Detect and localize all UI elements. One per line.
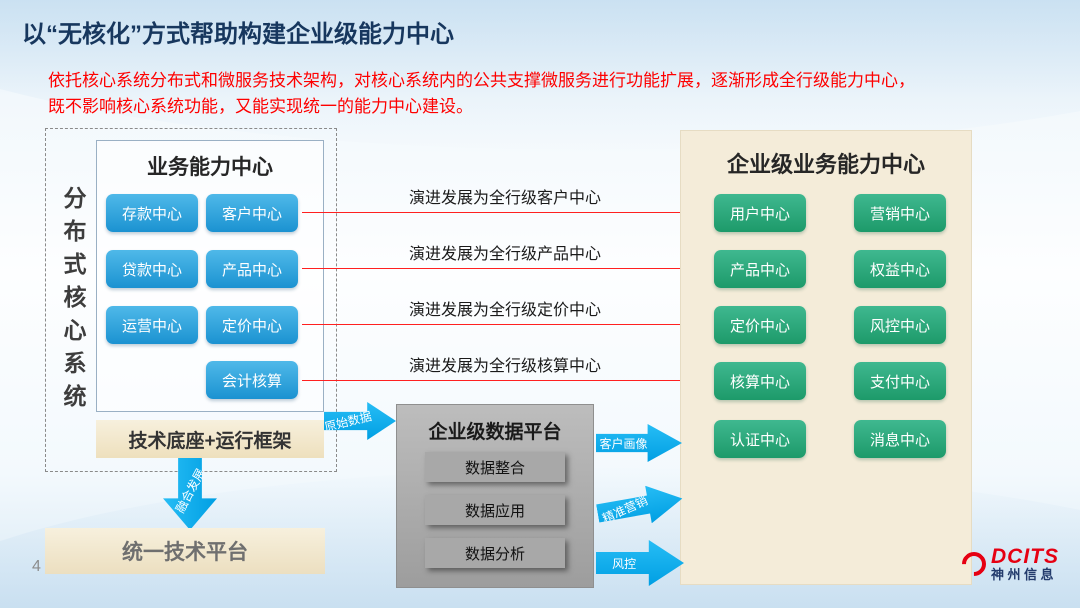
- evolution-label-product: 演进发展为全行级产品中心: [408, 246, 601, 263]
- core-center-loan: 贷款中心: [106, 250, 198, 288]
- ent-center-user: 用户中心: [714, 194, 806, 232]
- data-platform-item-integration: 数据整合: [425, 452, 565, 482]
- logo-brand-name: DCITS: [991, 545, 1059, 568]
- evolution-label-pricing: 演进发展为全行级定价中心: [408, 302, 601, 319]
- ent-center-auth: 认证中心: [714, 420, 806, 458]
- ent-center-rights: 权益中心: [854, 250, 946, 288]
- risk-control-label: 风控: [612, 556, 637, 571]
- core-center-operation: 运营中心: [106, 306, 198, 344]
- core-center-pricing: 定价中心: [206, 306, 298, 344]
- dcits-logo-text: DCITS 神州信息: [991, 545, 1059, 582]
- data-platform-item-application: 数据应用: [425, 495, 565, 525]
- data-platform-title: 企业级数据平台: [428, 422, 562, 443]
- unified-platform-box: 统一技术平台: [45, 528, 325, 574]
- core-center-accounting: 会计核算: [206, 361, 298, 399]
- customer-profile-arrow-icon: 客户画像: [596, 424, 682, 462]
- page-number: 4: [32, 558, 41, 575]
- tech-base-box: 技术底座+运行框架: [96, 420, 324, 458]
- enterprise-capability-title: 企业级业务能力中心: [726, 152, 925, 177]
- ent-center-payment: 支付中心: [854, 362, 946, 400]
- evolution-arrow-customer: [302, 207, 703, 218]
- ent-center-marketing: 营销中心: [854, 194, 946, 232]
- core-center-product: 产品中心: [206, 250, 298, 288]
- ent-center-product: 产品中心: [714, 250, 806, 288]
- slide-description: 依托核心系统分布式和微服务技术架构，对核心系统内的公共支撑微服务进行功能扩展，逐…: [48, 68, 988, 121]
- business-capability-title: 业务能力中心: [147, 156, 273, 179]
- description-line1: 依托核心系统分布式和微服务技术架构，对核心系统内的公共支撑微服务进行功能扩展，逐…: [48, 71, 915, 90]
- ent-center-pricing: 定价中心: [714, 306, 806, 344]
- dcits-logo: DCITS 神州信息: [957, 545, 1059, 582]
- evolution-arrow-pricing: [302, 319, 703, 330]
- core-system-vertical-label: 分布式核心系统: [60, 185, 86, 417]
- evolution-label-accounting: 演进发展为全行级核算中心: [408, 358, 601, 375]
- evolution-label-customer: 演进发展为全行级客户中心: [408, 190, 601, 207]
- customer-profile-label: 客户画像: [599, 436, 648, 451]
- ent-center-accounting: 核算中心: [714, 362, 806, 400]
- data-platform-item-analysis: 数据分析: [425, 538, 565, 568]
- ent-center-risk: 风控中心: [854, 306, 946, 344]
- evolution-arrow-product: [302, 263, 703, 274]
- slide-title: 以“无核化”方式帮助构建企业级能力中心: [22, 21, 454, 48]
- dcits-swoosh-icon: [957, 546, 991, 581]
- description-line2: 既不影响核心系统功能，又能实现统一的能力中心建设。: [48, 97, 473, 117]
- core-center-deposit: 存款中心: [106, 194, 198, 232]
- core-center-customer: 客户中心: [206, 194, 298, 232]
- evolution-arrow-accounting: [302, 375, 703, 386]
- ent-center-message: 消息中心: [854, 420, 946, 458]
- logo-company-name: 神州信息: [991, 567, 1058, 583]
